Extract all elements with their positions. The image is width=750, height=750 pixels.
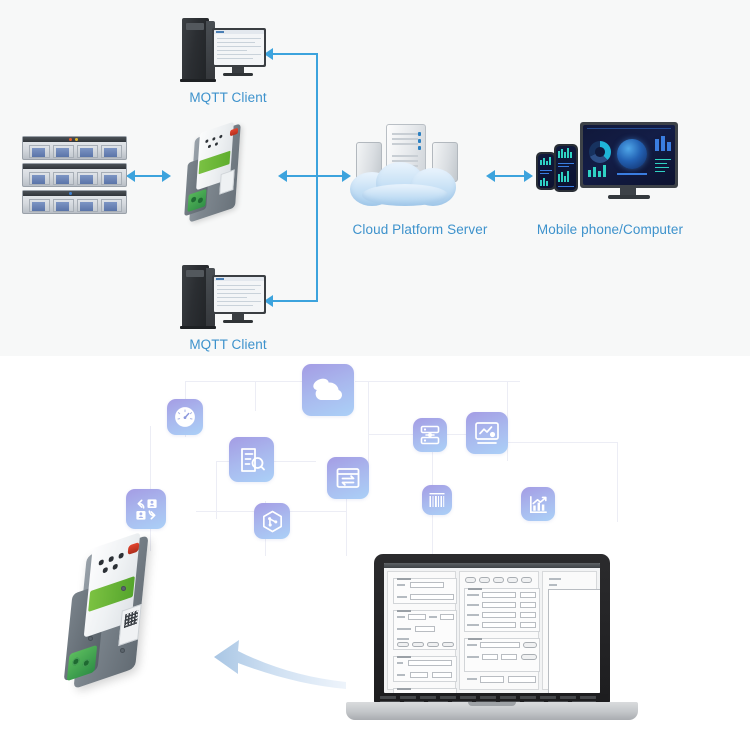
grid-h-2 <box>355 381 520 382</box>
center-parameters-panel[interactable] <box>459 571 541 690</box>
laptop-with-config-software[interactable] <box>346 554 638 726</box>
qr-code-sticker <box>118 603 142 647</box>
arrowhead-top-client <box>264 48 273 60</box>
grid-v-3 <box>255 381 256 411</box>
node-cloud-server[interactable]: Cloud Platform Server <box>348 122 492 240</box>
connector-bus-to-bottom-client <box>272 300 318 302</box>
software-title-bar <box>384 563 600 568</box>
desktop-computer-icon <box>176 265 266 333</box>
arrowhead-left-rack <box>126 170 135 182</box>
bottom-iot-panel <box>0 356 750 750</box>
node-mobile-computer[interactable]: Mobile phone/Computer <box>528 122 692 240</box>
grid-v-11 <box>346 461 347 556</box>
din-rail-gateway-icon <box>178 121 274 223</box>
server-rack-icon <box>22 136 127 216</box>
grid-h-5 <box>507 442 617 443</box>
phone-small <box>536 152 556 190</box>
pc-tower-foot <box>180 326 216 329</box>
din-rail-gateway-device[interactable] <box>58 532 208 718</box>
arrowhead-left-gateway <box>278 170 287 182</box>
monitor-screen <box>214 277 264 312</box>
desktop-computer-icon <box>176 18 266 86</box>
pc-tower-side <box>206 268 215 327</box>
monitor-analytics-icon[interactable] <box>466 412 508 454</box>
arrowhead-right-mobile <box>524 170 533 182</box>
dashboard-monitor <box>580 122 678 188</box>
monitor-base <box>223 73 253 76</box>
pc-tower <box>182 265 209 327</box>
grid-v-5 <box>368 381 369 471</box>
arrowhead-left-cloud <box>486 170 495 182</box>
laptop-trackpad-notch <box>468 702 516 706</box>
device-list-icon[interactable] <box>413 418 447 452</box>
monitor-stand <box>232 314 244 320</box>
top-network-diagram-panel: MQTT Client <box>0 0 750 356</box>
barcode-icon[interactable] <box>422 485 452 515</box>
phone-large <box>554 144 578 192</box>
hexagon-connect-icon[interactable] <box>254 503 290 539</box>
monitor-stand <box>232 67 244 73</box>
pc-tower-foot <box>180 79 216 82</box>
cloud-server-icon <box>348 122 468 212</box>
grid-v-2 <box>150 426 151 551</box>
monitor-base <box>223 320 253 323</box>
curved-arrow-to-device <box>214 640 346 689</box>
cloud-icon[interactable] <box>302 364 354 416</box>
connector-bus-to-top-client <box>272 53 318 55</box>
bar-chart-growth-icon[interactable] <box>521 487 555 521</box>
monitor-frame <box>212 275 266 314</box>
monitor-frame <box>212 28 266 67</box>
connector-vertical-bus <box>316 53 318 301</box>
laptop-base <box>346 702 638 720</box>
document-search-icon[interactable] <box>229 437 274 482</box>
user-transfer-icon[interactable] <box>126 489 166 529</box>
data-exchange-box-icon[interactable] <box>327 457 369 499</box>
node-mqtt-client-bottom[interactable]: MQTT Client <box>176 265 280 361</box>
grid-v-8 <box>617 442 618 522</box>
node-label-mobile-computer: Mobile phone/Computer <box>536 222 684 237</box>
connector-cloud-to-client <box>492 175 528 177</box>
right-log-panel[interactable] <box>542 571 600 693</box>
pc-tower-side <box>206 21 215 80</box>
node-label-mqtt-client-bottom: MQTT Client <box>189 337 267 352</box>
phone-and-monitor-icon <box>528 122 678 214</box>
pc-tower <box>182 18 209 80</box>
grid-h-1 <box>185 381 305 382</box>
grid-v-9 <box>216 461 217 519</box>
node-label-mqtt-client-top: MQTT Client <box>189 90 267 105</box>
arrowhead-right-gateway <box>162 170 171 182</box>
node-mqtt-client-top[interactable]: MQTT Client <box>176 18 280 114</box>
arrowhead-right-cloud <box>342 170 351 182</box>
monitor-screen <box>214 30 264 65</box>
left-settings-panel[interactable] <box>387 571 457 693</box>
node-label-cloud-server: Cloud Platform Server <box>352 222 488 237</box>
laptop-lid <box>374 554 610 704</box>
arrowhead-bottom-client <box>264 295 273 307</box>
config-software-screen[interactable] <box>384 563 600 693</box>
gauge-meter-icon[interactable] <box>167 399 203 435</box>
node-server-rack[interactable] <box>22 136 132 216</box>
node-din-gateway[interactable] <box>178 121 278 226</box>
connector-rack-to-gateway <box>132 175 166 177</box>
